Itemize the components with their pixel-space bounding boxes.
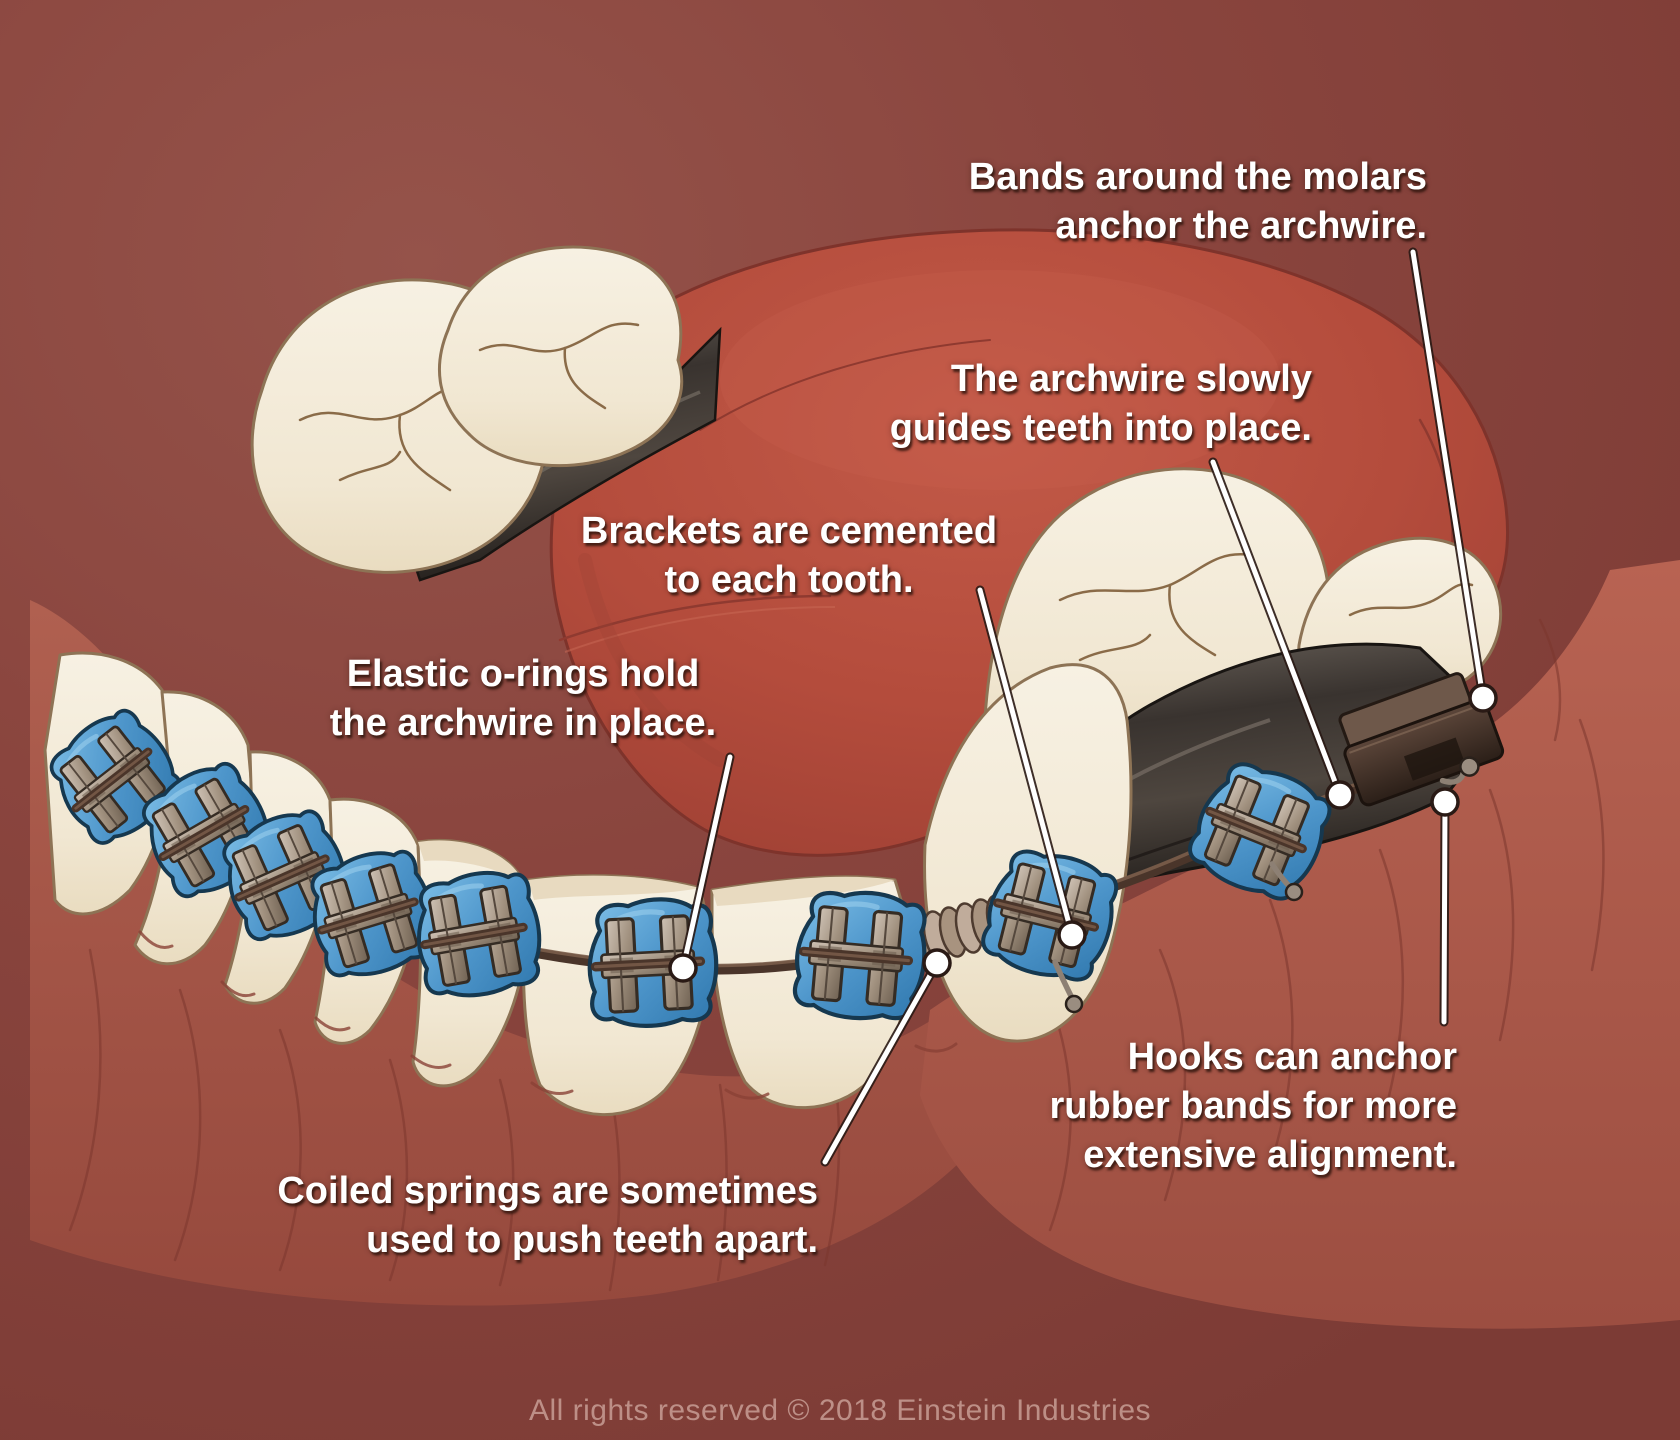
leader-hooks [1430,787,1460,1027]
leader-dot-orings [668,953,698,983]
hook-ball [1284,882,1304,902]
label-line: Brackets are cemented [580,510,998,552]
bracket [409,865,549,1004]
label-line: the archwire in place. [329,702,717,744]
label-line: Bands around the molars [968,156,1427,198]
label-line: guides teeth into place. [889,407,1312,449]
bracket [586,897,719,1029]
copyright-notice: All rights reserved © 2018 Einstein Indu… [528,1394,1152,1427]
hook-ball [1064,994,1084,1014]
label-line: extensive alignment. [1083,1134,1457,1176]
molar-tube [1338,672,1505,807]
gum-lower-left [30,600,1010,1306]
leader-bands [1408,247,1498,713]
label-line: The archwire slowly [950,358,1312,400]
bracket [792,887,929,1023]
label-brackets: Brackets are cemented to each tooth. [581,507,997,605]
label-springs: Coiled springs are sometimes used to pus… [277,1167,818,1265]
label-bands: Bands around the molars anchor the archw… [969,153,1427,251]
label-line: rubber bands for more [1049,1085,1458,1127]
leader-brackets [975,585,1087,950]
leader-lines [668,247,1498,1167]
label-line: to each tooth. [664,559,914,601]
leader-dot-archwire [1325,780,1355,810]
leader-dot-springs [922,948,952,978]
hook-ball [1459,756,1480,777]
label-line: anchor the archwire. [1055,205,1427,247]
tongue [549,228,1509,857]
label-orings: Elastic o-rings hold the archwire in pla… [330,650,716,748]
label-line: Elastic o-rings hold [346,653,700,695]
leader-dot-bands [1468,683,1498,713]
leader-archwire [1208,457,1355,810]
leader-dot-brackets [1057,920,1087,950]
leader-orings [668,752,735,983]
leader-springs [820,948,952,1167]
molar-upper-left-second [437,245,684,468]
bracket-hooks [1052,861,1304,1014]
label-line: Hooks can anchor [1127,1036,1457,1078]
label-hooks: Hooks can anchor rubber bands for more e… [1050,1033,1458,1180]
label-archwire: The archwire slowly guides teeth into pl… [890,355,1312,453]
label-line: Coiled springs are sometimes [277,1170,818,1212]
label-line: used to push teeth apart. [366,1219,818,1261]
hook-pin [1439,770,1466,785]
leader-dot-hooks [1430,787,1460,817]
